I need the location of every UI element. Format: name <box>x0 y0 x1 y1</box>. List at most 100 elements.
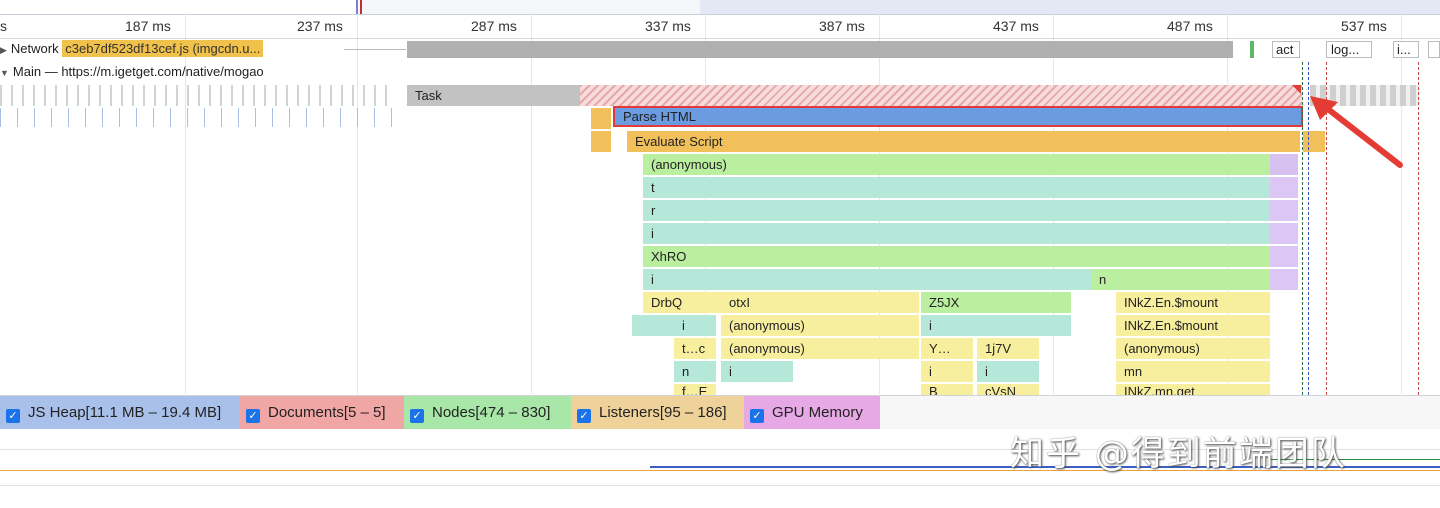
timeline-overview[interactable] <box>0 0 1440 15</box>
nodes-label: Nodes[474 – 830] <box>432 404 551 421</box>
flame-frame-mn[interactable]: mn <box>1116 361 1270 382</box>
gpu-memory-label: GPU Memory <box>772 404 863 421</box>
flame-frame-z5jx[interactable]: Z5JX <box>921 292 1071 313</box>
flame-frame-cvsn[interactable]: cVsN <box>977 384 1039 395</box>
ruler-tick: 487 ms <box>1167 18 1213 34</box>
listeners-label: Listeners[95 – 186] <box>599 404 727 421</box>
flame-frame-drbq[interactable]: DrbQ <box>643 292 721 313</box>
flame-frame-1j7v[interactable]: 1j7V <box>977 338 1039 359</box>
toggle-js-heap[interactable]: ✓ JS Heap[11.1 MB – 19.4 MB] <box>0 396 240 429</box>
js-heap-line <box>650 466 1440 468</box>
flame-parse-html[interactable]: Parse HTML <box>613 106 1303 127</box>
flame-frame-n[interactable]: n <box>1091 269 1270 290</box>
main-track-header[interactable]: ▼Main — https://m.igetget.com/native/mog… <box>0 64 264 79</box>
toggle-gpu-memory[interactable]: ✓ GPU Memory <box>744 396 880 429</box>
toggle-documents[interactable]: ✓ Documents[5 – 5] <box>240 396 404 429</box>
grid-line <box>1401 14 1402 394</box>
overview-right-handle[interactable] <box>360 0 362 14</box>
network-event[interactable]: act <box>1272 41 1300 58</box>
flame-block[interactable] <box>1270 154 1298 175</box>
flame-block[interactable] <box>1270 246 1298 267</box>
time-ruler[interactable]: s 187 ms 237 ms 287 ms 337 ms 387 ms 437… <box>0 14 1440 39</box>
flame-frame-inkz-mount[interactable]: INkZ.En.$mount <box>1116 292 1270 313</box>
marker-line <box>1326 62 1327 395</box>
flame-frame-b[interactable]: B <box>921 384 973 395</box>
ruler-tick: 287 ms <box>471 18 517 34</box>
overview-left-handle[interactable] <box>356 0 358 14</box>
flame-frame-i[interactable]: i <box>921 315 1071 336</box>
flame-frame-i[interactable]: i <box>977 361 1039 382</box>
network-track-header[interactable]: ▶Network c3eb7df523df13cef.js (imgcdn.u.… <box>0 40 264 57</box>
flame-frame-i[interactable]: i <box>721 361 793 382</box>
checkbox-checked-icon[interactable]: ✓ <box>750 409 764 423</box>
flame-frame-i[interactable]: i <box>921 361 973 382</box>
flame-block[interactable] <box>591 131 611 152</box>
flame-frame-y[interactable]: Y… <box>921 338 973 359</box>
documents-label: Documents[5 – 5] <box>268 404 386 421</box>
flame-block[interactable] <box>1270 269 1298 290</box>
flame-frame-anonymous[interactable]: (anonymous) <box>1116 338 1270 359</box>
flame-frame-tc[interactable]: t…c <box>674 338 716 359</box>
annotation-arrow-icon <box>1310 96 1403 168</box>
long-task-warning-icon <box>1292 85 1301 94</box>
ruler-tick: 237 ms <box>297 18 343 34</box>
flame-frame-t[interactable]: t <box>643 177 1270 198</box>
js-heap-label: JS Heap[11.1 MB – 19.4 MB] <box>28 404 222 421</box>
flame-frame-otxl[interactable]: otxI <box>721 292 919 313</box>
ruler-tick: 437 ms <box>993 18 1039 34</box>
flame-frame-inkz-mount[interactable]: INkZ.En.$mount <box>1116 315 1270 336</box>
network-request-bar[interactable] <box>1250 41 1254 58</box>
toggle-nodes[interactable]: ✓ Nodes[474 – 830] <box>404 396 571 429</box>
network-whisker <box>344 49 406 50</box>
flame-frame-anonymous[interactable]: (anonymous) <box>721 315 919 336</box>
flame-evaluate-script[interactable]: Evaluate Script <box>627 131 1300 152</box>
checkbox-checked-icon[interactable]: ✓ <box>577 409 591 423</box>
network-event[interactable]: log... <box>1326 41 1372 58</box>
network-event[interactable] <box>1428 41 1440 58</box>
flame-frame-i[interactable]: i <box>643 269 1091 290</box>
graph-gridline <box>0 449 1440 450</box>
flame-frame-xhro[interactable]: XhRO <box>643 246 1270 267</box>
main-track-label: Main — https://m.igetget.com/native/moga… <box>12 64 264 79</box>
marker-line <box>1418 62 1419 395</box>
flame-frame-inkz[interactable]: INkZ.mn.get <box>1116 384 1270 395</box>
flame-block[interactable] <box>1270 177 1298 198</box>
flame-frame-n[interactable]: n <box>674 361 716 382</box>
flame-frame-fe[interactable]: f…E <box>674 384 716 395</box>
grid-line <box>357 14 358 394</box>
network-request-bar[interactable] <box>407 41 1233 58</box>
checkbox-checked-icon[interactable]: ✓ <box>246 409 260 423</box>
ruler-tick: s <box>0 18 7 34</box>
task-marks <box>0 85 395 106</box>
overview-window <box>0 0 360 14</box>
flame-frame-i[interactable]: i <box>643 223 1270 244</box>
grid-line <box>531 14 532 394</box>
long-task-hatch[interactable] <box>580 85 1302 106</box>
flame-frame-r[interactable]: r <box>643 200 1270 221</box>
flame-frame-anonymous[interactable]: (anonymous) <box>721 338 919 359</box>
flame-block[interactable] <box>632 315 674 336</box>
ruler-tick: 337 ms <box>645 18 691 34</box>
flame-block[interactable] <box>1270 223 1298 244</box>
ruler-tick: 187 ms <box>125 18 171 34</box>
flame-block[interactable] <box>1270 200 1298 221</box>
network-label: Network <box>10 41 59 56</box>
listeners-line <box>0 470 1440 471</box>
counters-graph[interactable] <box>0 429 1440 508</box>
nodes-line <box>1270 459 1440 460</box>
toggle-listeners[interactable]: ✓ Listeners[95 – 186] <box>571 396 744 429</box>
graph-gridline <box>0 485 1440 486</box>
marker-line <box>1302 62 1303 395</box>
checkbox-checked-icon[interactable]: ✓ <box>410 409 424 423</box>
flame-block[interactable] <box>591 108 611 129</box>
network-request[interactable]: c3eb7df523df13cef.js (imgcdn.u... <box>62 40 264 57</box>
network-event[interactable]: i... <box>1393 41 1419 58</box>
flame-task[interactable]: Task <box>407 85 580 106</box>
flame-frame-i[interactable]: i <box>674 315 716 336</box>
flame-anonymous[interactable]: (anonymous) <box>643 154 1270 175</box>
checkbox-checked-icon[interactable]: ✓ <box>6 409 20 423</box>
ruler-tick: 537 ms <box>1341 18 1387 34</box>
collapse-triangle-icon[interactable]: ▶ <box>0 45 7 55</box>
memory-counters-legend: ✓ JS Heap[11.1 MB – 19.4 MB] ✓ Documents[5… <box>0 395 1440 430</box>
expand-triangle-icon[interactable]: ▼ <box>0 68 9 78</box>
